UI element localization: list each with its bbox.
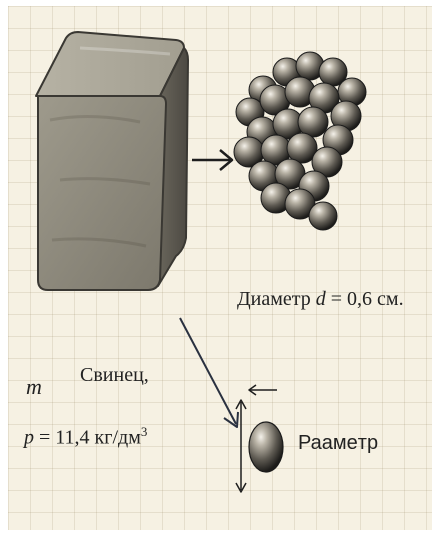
left-arrow-icon — [248, 384, 277, 396]
diameter-value: = 0,6 см. — [325, 288, 404, 310]
shot-pile — [233, 51, 367, 231]
single-ball — [248, 421, 284, 473]
density-formula: p = 11,4 кг/дм3 — [24, 424, 147, 450]
lead-cube — [35, 31, 189, 291]
single-ball-label: Раамeтр — [298, 432, 379, 454]
density-value: = 11,4 кг/дм — [34, 426, 141, 449]
diagonal-arrow-icon — [179, 317, 239, 428]
density-power: 3 — [140, 424, 148, 439]
diameter-prefix: Диаметр — [237, 288, 316, 310]
diameter-double-arrow-icon — [235, 399, 247, 493]
mass-symbol: m — [26, 374, 42, 399]
density-symbol: p — [24, 426, 34, 449]
diameter-caption: Диаметр d = 0,6 см. — [237, 288, 404, 311]
material-name: Свинец, — [80, 364, 149, 386]
right-arrow-icon — [192, 149, 234, 171]
diameter-symbol: d — [315, 288, 326, 310]
